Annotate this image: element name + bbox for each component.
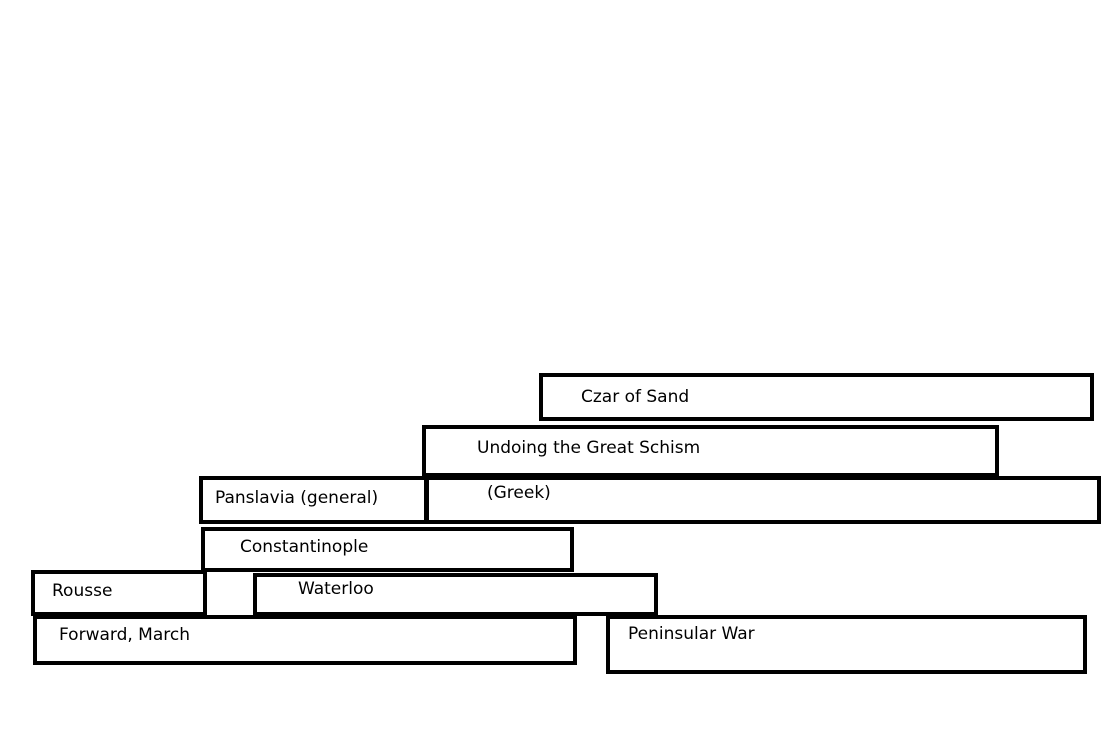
box-undoing-great-schism bbox=[422, 425, 999, 477]
box-panslavia-general bbox=[199, 476, 429, 524]
label-constantinople: Constantinople bbox=[240, 537, 369, 557]
label-panslavia-greek: (Greek) bbox=[487, 483, 551, 503]
box-forward-march bbox=[33, 615, 577, 665]
label-rousse: Rousse bbox=[52, 581, 113, 601]
label-forward-march: Forward, March bbox=[59, 625, 190, 645]
box-rousse bbox=[31, 570, 207, 616]
box-waterloo bbox=[253, 573, 658, 616]
box-constantinople bbox=[201, 527, 574, 572]
label-peninsular-war: Peninsular War bbox=[628, 624, 755, 644]
box-czar-of-sand bbox=[539, 373, 1094, 421]
label-czar-of-sand: Czar of Sand bbox=[581, 387, 690, 407]
box-peninsular-war bbox=[606, 615, 1087, 674]
label-undoing-great-schism: Undoing the Great Schism bbox=[477, 438, 701, 458]
label-panslavia-general: Panslavia (general) bbox=[215, 488, 379, 508]
label-waterloo: Waterloo bbox=[298, 579, 374, 599]
